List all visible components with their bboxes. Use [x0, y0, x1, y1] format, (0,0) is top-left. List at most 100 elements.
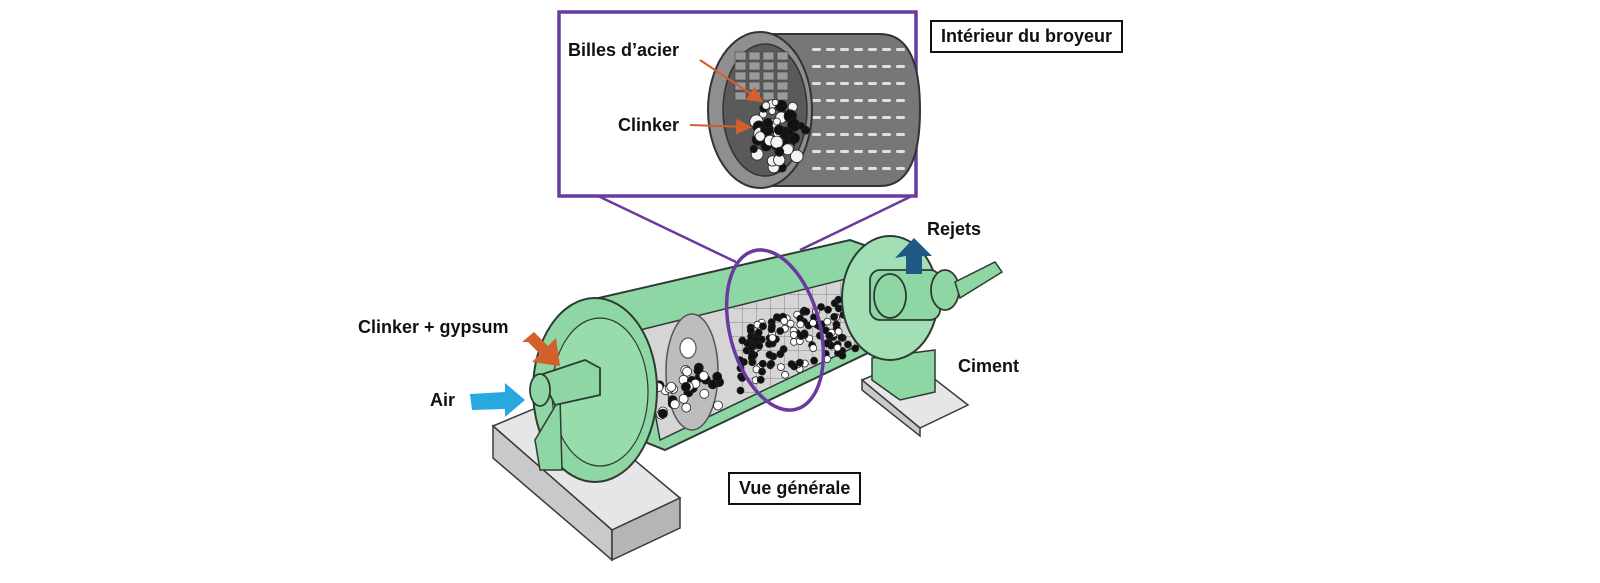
ball — [773, 313, 781, 322]
grid-cell — [748, 71, 761, 81]
drum-slot — [826, 133, 835, 136]
drum-slot — [882, 48, 891, 51]
drum-slot — [840, 116, 849, 119]
ball — [787, 360, 796, 369]
drum-slot — [882, 99, 891, 102]
ball — [825, 331, 834, 340]
grinding-balls-chamber-1 — [653, 362, 724, 420]
label-air: Air — [430, 390, 456, 410]
ball — [698, 370, 709, 381]
drum-slot — [840, 150, 849, 153]
drum-slot — [896, 133, 905, 136]
label-billes: Billes d’acier — [568, 40, 680, 60]
grid-cell — [734, 51, 747, 61]
ball — [809, 344, 818, 353]
grid-cell — [776, 51, 789, 61]
ball — [777, 363, 785, 372]
grid-cell — [762, 81, 775, 91]
drum-slot — [840, 167, 849, 170]
arrow-clinker — [689, 118, 752, 135]
air-inlet-flange — [529, 373, 551, 407]
zoom-ball — [770, 135, 784, 149]
grid-cell — [762, 91, 775, 101]
ball — [758, 367, 766, 376]
ball — [758, 359, 767, 368]
drum-slot — [826, 82, 835, 85]
grid-cell — [776, 61, 789, 71]
zoom-ball — [749, 144, 758, 154]
drum-slot — [812, 82, 821, 85]
drum-slot — [840, 82, 849, 85]
air-arrow-icon — [470, 383, 525, 417]
zoom-line-left — [595, 193, 737, 264]
drum-slot — [812, 65, 821, 68]
drum-slot — [812, 48, 821, 51]
grid-cell — [762, 51, 775, 61]
partition-disc — [665, 313, 719, 431]
ball — [669, 399, 680, 410]
drum-slots — [812, 48, 905, 170]
ball — [809, 318, 817, 327]
ball — [658, 408, 668, 419]
zoom-ball — [773, 124, 785, 136]
ball — [834, 295, 843, 304]
grid-cell — [762, 71, 775, 81]
ball — [851, 344, 860, 353]
zoom-ellipse — [724, 248, 826, 412]
drum-slot — [854, 116, 863, 119]
ball — [776, 327, 785, 335]
drum-slot — [826, 65, 835, 68]
ball — [767, 325, 776, 334]
ball — [666, 381, 677, 392]
drum-slot — [812, 99, 821, 102]
base-left-side — [611, 496, 681, 562]
discharge-flange-2 — [930, 269, 960, 311]
drum-slot — [868, 82, 877, 85]
ball — [754, 328, 763, 337]
grid-cell — [776, 81, 789, 91]
ball — [776, 350, 785, 359]
ball — [830, 312, 839, 321]
partition-hole — [679, 337, 697, 359]
grid-cell — [762, 61, 775, 71]
ball — [823, 317, 832, 326]
ball — [759, 322, 767, 331]
feed-inlet — [538, 359, 601, 407]
drum-slot — [882, 167, 891, 170]
label-clinker-zoom: Clinker — [618, 115, 680, 135]
ball — [767, 359, 776, 368]
feed-arrow-icon — [522, 332, 560, 366]
label-ciment: Ciment — [958, 356, 1020, 376]
zoom-ball — [790, 149, 804, 163]
grid-cell — [776, 71, 789, 81]
drum-slot — [812, 150, 821, 153]
label-vue-generale: Vue générale — [728, 472, 862, 505]
ball — [796, 358, 804, 367]
ball — [824, 305, 832, 314]
drum-slot — [882, 133, 891, 136]
drum-slot — [840, 65, 849, 68]
drum-slot — [854, 48, 863, 51]
drum-slot — [826, 48, 835, 51]
ball — [834, 304, 843, 313]
ball — [781, 370, 789, 379]
grid-cell — [734, 61, 747, 71]
ball — [707, 379, 718, 390]
drum-slot — [868, 65, 877, 68]
drum-slot — [854, 99, 863, 102]
zoom-ball — [797, 122, 805, 130]
ball — [748, 358, 757, 367]
right-support — [871, 349, 936, 401]
drum-slot — [896, 65, 905, 68]
ball — [810, 356, 818, 365]
zoomed-drum — [707, 31, 922, 189]
ball — [712, 371, 723, 382]
drum-slot — [812, 133, 821, 136]
drum-slot — [840, 48, 849, 51]
zoom-ball — [754, 131, 766, 142]
label-interieur: Intérieur du broyeur — [930, 20, 1124, 53]
drum-slot — [840, 99, 849, 102]
drum-slot — [812, 116, 821, 119]
drum-slot — [854, 150, 863, 153]
